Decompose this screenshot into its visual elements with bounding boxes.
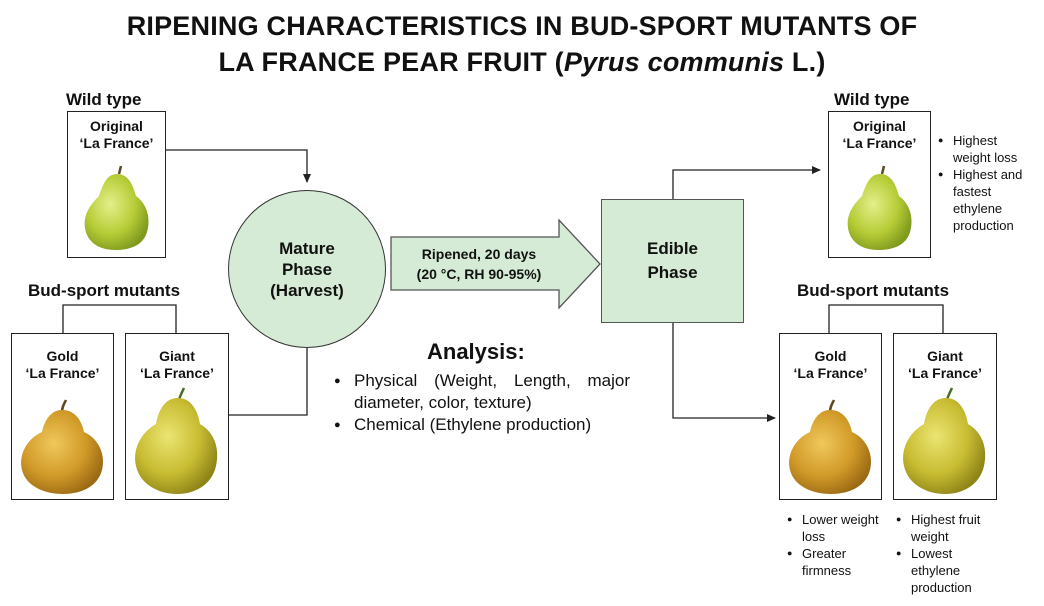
arrow-edible-to-wild xyxy=(672,166,821,199)
right-giant-pear-image xyxy=(903,387,986,494)
edible-phase-line-1: Edible xyxy=(646,239,698,258)
analysis-list: Physical (Weight, Length, major diameter… xyxy=(334,370,630,436)
left-gold-la-france-card: Gold‘La France’ xyxy=(11,333,114,500)
left-wild-type-header: Wild type xyxy=(66,90,142,109)
original-note-1: Highest weight loss xyxy=(938,132,1038,166)
wild-pear-image xyxy=(84,165,149,250)
right-giant-notes: Highest fruit weight Lowest ethylene pro… xyxy=(896,511,996,596)
arrow-wild-to-mature xyxy=(165,149,311,183)
mature-phase-line-1: Mature xyxy=(279,238,335,258)
original-note-2: Highest and fastest ethylene production xyxy=(938,166,1038,234)
right-gold-la-france-card: Gold‘La France’ xyxy=(779,333,882,500)
right-wild-pear-image xyxy=(847,165,912,250)
analysis-title: Analysis: xyxy=(427,339,525,364)
right-original-notes: Highest weight loss Highest and fastest … xyxy=(938,132,1038,234)
right-gold-pear-image xyxy=(789,399,872,494)
right-giant-la-france-card: Giant‘La France’ xyxy=(893,333,997,500)
title-line-2: LA FRANCE PEAR FRUIT (Pyrus communis L.) xyxy=(218,47,826,77)
left-giant-label: Giant xyxy=(159,348,195,364)
left-bud-sport-header: Bud-sport mutants xyxy=(28,281,181,300)
analysis-item-physical: Physical (Weight, Length, major diameter… xyxy=(334,370,630,414)
left-giant-cultivar: ‘La France’ xyxy=(140,365,214,381)
right-gold-cultivar: ‘La France’ xyxy=(793,365,868,381)
giant-note-1: Highest fruit weight xyxy=(896,511,996,545)
bracket-left-mutants xyxy=(62,304,177,333)
analysis-item-chemical: Chemical (Ethylene production) xyxy=(334,414,630,436)
left-giant-la-france-card: Giant‘La France’ xyxy=(125,333,229,500)
arrow-mutants-to-mature xyxy=(228,337,311,416)
right-gold-notes: Lower weight loss Greater firmness xyxy=(787,511,887,579)
edible-phase-line-2: Phase xyxy=(647,263,698,282)
mature-phase-line-2: Phase xyxy=(281,259,333,279)
ripening-conditions: (20 °C, RH 90-95%) xyxy=(416,266,542,282)
title-line-1: RIPENING CHARACTERISTICS IN BUD-SPORT MU… xyxy=(126,11,918,41)
bracket-right-mutants xyxy=(828,304,944,333)
right-original-la-france-card: Original‘La France’ xyxy=(828,111,931,258)
right-giant-cultivar: ‘La France’ xyxy=(908,365,982,381)
right-original-cultivar: ‘La France’ xyxy=(842,135,917,151)
left-gold-label: Gold xyxy=(46,348,79,364)
left-original-la-france-card: Original‘La France’ xyxy=(67,111,166,258)
mature-phase-line-3: (Harvest) xyxy=(270,280,344,300)
right-bud-sport-header: Bud-sport mutants xyxy=(797,281,950,300)
giant-note-2: Lowest ethylene production xyxy=(896,545,996,596)
left-gold-cultivar: ‘La France’ xyxy=(25,365,100,381)
gold-note-1: Lower weight loss xyxy=(787,511,887,545)
left-original-cultivar: ‘La France’ xyxy=(79,135,154,151)
gold-pear-image xyxy=(21,399,104,494)
species-name: Pyrus communis xyxy=(563,47,785,77)
right-wild-type-header: Wild type xyxy=(834,90,910,109)
ripening-duration: Ripened, 20 days xyxy=(421,246,537,262)
ripening-arrow-label: Ripened, 20 days (20 °C, RH 90-95%) xyxy=(394,244,564,284)
arrow-edible-to-mutants xyxy=(672,323,776,422)
ripening-arrow xyxy=(390,218,601,310)
gold-note-2: Greater firmness xyxy=(787,545,887,579)
left-original-label: Original xyxy=(90,118,143,134)
giant-pear-image xyxy=(135,387,218,494)
right-original-label: Original xyxy=(853,118,906,134)
right-giant-label: Giant xyxy=(927,348,963,364)
right-gold-label: Gold xyxy=(814,348,847,364)
